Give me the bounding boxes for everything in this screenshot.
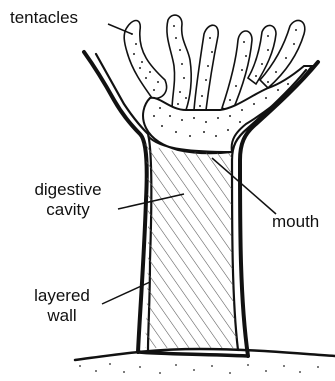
tentacle-2 [167, 15, 191, 110]
layered-label-line1: layered [16, 286, 108, 306]
layered-wall-label: layered wall [16, 286, 108, 326]
body-base [138, 352, 248, 356]
ground-stipple [79, 363, 319, 374]
digestive-label-line1: digestive [18, 180, 118, 200]
digestive-label-line2: cavity [18, 200, 118, 220]
digestive-cavity-label: digestive cavity [18, 180, 118, 220]
mouth-label: mouth [272, 212, 319, 232]
tentacles-label: tentacles [10, 8, 78, 28]
tentacle-1 [124, 21, 166, 99]
layered-label-line2: wall [16, 306, 108, 326]
tentacle-3 [194, 25, 218, 110]
crown [143, 66, 312, 153]
